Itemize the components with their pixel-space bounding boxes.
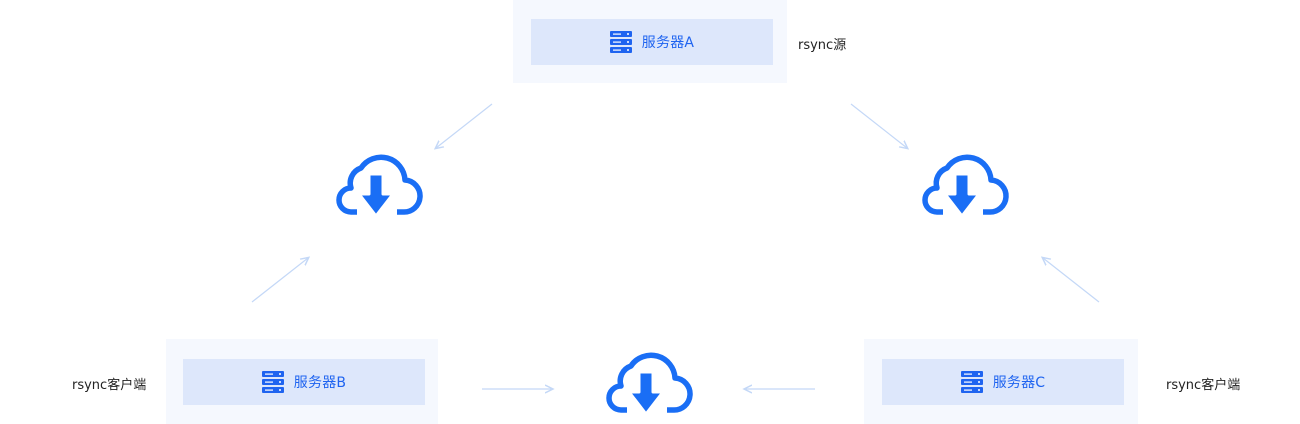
server-a-label: 服务器A bbox=[641, 35, 695, 51]
cloud-download-icon bbox=[606, 352, 693, 416]
server-c-label: 服务器C bbox=[992, 375, 1046, 391]
arrow-a-to-right-cloud bbox=[850, 103, 907, 148]
cloud-download-icon bbox=[922, 154, 1009, 218]
arrow-b-to-left-cloud bbox=[251, 258, 308, 303]
server-a-panel: 服务器A bbox=[513, 0, 787, 83]
server-b-role: rsync客户端 bbox=[72, 378, 147, 393]
server-rack-icon bbox=[261, 371, 284, 393]
server-c-box: 服务器C bbox=[882, 359, 1124, 405]
server-b-panel: 服务器B bbox=[166, 339, 438, 424]
server-b-label: 服务器B bbox=[293, 375, 347, 391]
server-a-box: 服务器A bbox=[531, 19, 773, 65]
arrow-a-to-left-cloud bbox=[436, 103, 493, 148]
server-c-role: rsync客户端 bbox=[1166, 378, 1241, 393]
server-rack-icon bbox=[960, 371, 983, 393]
server-rack-icon bbox=[609, 31, 632, 53]
server-c-panel: 服务器C bbox=[864, 339, 1138, 424]
server-b-box: 服务器B bbox=[183, 359, 425, 405]
arrow-c-to-right-cloud bbox=[1043, 258, 1100, 303]
cloud-download-icon bbox=[336, 154, 423, 218]
server-a-role: rsync源 bbox=[798, 38, 847, 53]
